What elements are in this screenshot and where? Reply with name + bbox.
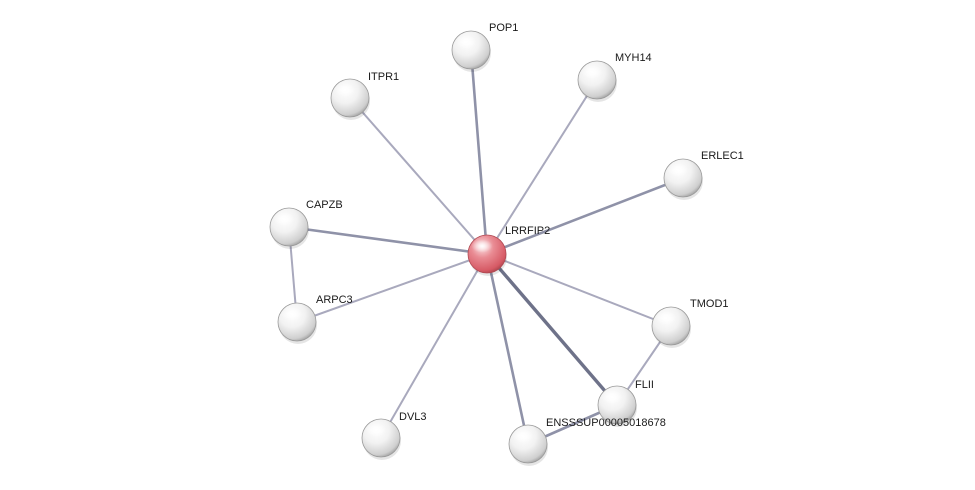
node-pop1[interactable]: POP1 (451, 22, 518, 72)
node-dvl3[interactable]: DVL3 (361, 411, 427, 460)
sphere-highlight (365, 423, 387, 437)
edge-lrrfip2-pop1[interactable] (469, 48, 489, 256)
edge-lrrfip2-erlec1[interactable] (485, 176, 685, 256)
sphere-highlight (581, 65, 603, 79)
edge-lrrfip2-itpr1[interactable] (349, 97, 488, 255)
node-label-tmod1: TMOD1 (690, 298, 729, 310)
sphere-highlight (667, 163, 689, 177)
node-itpr1[interactable]: ITPR1 (330, 71, 399, 120)
sphere-highlight (655, 311, 677, 325)
node-capzb[interactable]: CAPZB (269, 199, 343, 249)
edge-lrrfip2-dvl3[interactable] (380, 253, 488, 439)
edge-lrrfip2-tmod1[interactable] (486, 253, 672, 327)
node-tmod1[interactable]: TMOD1 (651, 298, 729, 348)
node-label-flii: FLII (635, 379, 654, 391)
node-myh14[interactable]: MYH14 (577, 52, 652, 102)
sphere-highlight (455, 35, 477, 49)
edge-lrrfip2-arpc3[interactable] (296, 253, 488, 323)
edge-lrrfip2-capzb[interactable] (287, 225, 489, 256)
sphere-highlight (471, 239, 493, 253)
node-label-pop1: POP1 (489, 22, 518, 34)
node-label-myh14: MYH14 (615, 52, 652, 64)
node-label-itpr1: ITPR1 (368, 71, 399, 83)
edge-lrrfip2-ensssup00005018678[interactable] (485, 252, 530, 446)
node-label-lrrfip2: LRRFIP2 (505, 225, 550, 237)
sphere-highlight (334, 83, 356, 97)
edge-lrrfip2-myh14[interactable] (486, 79, 598, 255)
node-label-arpc3: ARPC3 (316, 294, 353, 306)
node-label-ensssup00005018678: ENSSSUP00005018678 (546, 417, 666, 429)
node-label-dvl3: DVL3 (399, 411, 427, 423)
node-ensssup00005018678[interactable]: ENSSSUP00005018678 (508, 417, 666, 466)
sphere-highlight (601, 390, 623, 404)
node-label-capzb: CAPZB (306, 199, 343, 211)
node-erlec1[interactable]: ERLEC1 (663, 150, 744, 200)
node-arpc3[interactable]: ARPC3 (277, 294, 353, 344)
sphere-highlight (512, 429, 534, 443)
edge-lrrfip2-flii[interactable] (485, 252, 619, 407)
sphere-highlight (281, 307, 303, 321)
node-flii[interactable]: FLII (597, 379, 654, 427)
node-label-erlec1: ERLEC1 (701, 150, 744, 162)
sphere-highlight (273, 212, 295, 226)
node-lrrfip2[interactable]: LRRFIP2 (467, 225, 550, 276)
